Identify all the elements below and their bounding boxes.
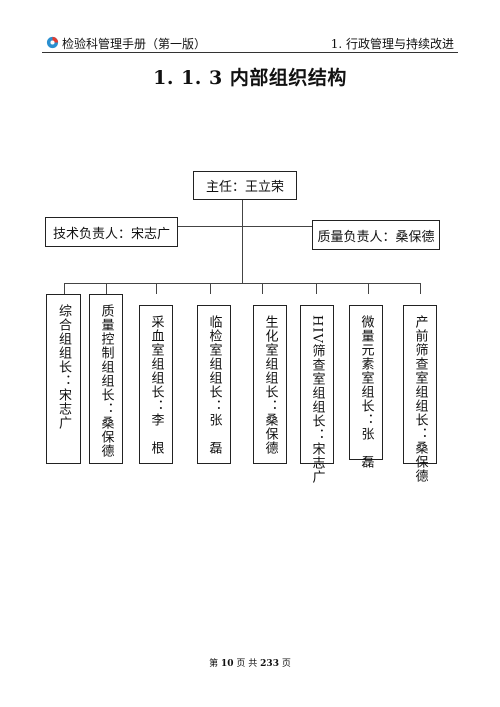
group-label: 综合组组长：宋志广 <box>56 304 71 430</box>
group-label: 微量元素室组长：张 磊 <box>358 315 374 469</box>
group-box: 质量控制组组长：桑保德 <box>89 294 123 464</box>
page-title: 1. 1. 3 内部组织结构 <box>153 67 347 89</box>
tech-lead-label: 技术负责人：宋志广 <box>52 226 170 242</box>
tech-lead-box: 技术负责人：宋志广 <box>45 217 178 247</box>
group-label: 生化室组组长：桑保德 <box>262 315 278 455</box>
connector-leads-horizontal <box>178 226 312 227</box>
connector-group-8 <box>420 283 421 294</box>
connector-groups-horizontal <box>64 283 420 284</box>
connector-director-down <box>242 199 243 283</box>
group-label: 质量控制组组长：桑保德 <box>98 304 114 458</box>
page-footer: 第 10 页 共 233 页 <box>209 659 291 669</box>
connector-group-5 <box>262 283 263 294</box>
group-label: 产前筛查室组组长：桑保德 <box>412 315 428 483</box>
group-label: 临检室组组长：张 磊 <box>206 315 222 455</box>
group-box: 采血室组组长：李 根 <box>139 305 173 464</box>
group-box: 产前筛查室组组长：桑保德 <box>403 305 437 483</box>
connector-group-7 <box>368 283 369 294</box>
section-title: 1. 行政管理与持续改进 <box>330 37 454 51</box>
group-box: 微量元素室组长：张 磊 <box>349 305 383 469</box>
page-total: 233 <box>260 659 279 669</box>
connector-group-6 <box>316 283 317 294</box>
page-header: 检验科管理手册（第一版） 1. 行政管理与持续改进 <box>42 34 458 53</box>
connector-group-1 <box>64 283 65 294</box>
director-label: 主任：王立荣 <box>205 180 284 195</box>
lab-logo-icon <box>46 36 59 49</box>
quality-lead-box: 质量负责人：桑保德 <box>312 220 440 250</box>
page-number: 10 <box>221 659 234 669</box>
group-box: 生化室组组长：桑保德 <box>253 305 287 464</box>
connector-group-2 <box>106 283 107 294</box>
group-box: 综合组组长：宋志广 <box>46 294 81 464</box>
group-box: 临检室组组长：张 磊 <box>197 305 231 464</box>
group-label: 采血室组组长：李 根 <box>148 315 164 455</box>
connector-group-4 <box>210 283 211 294</box>
quality-lead-label: 质量负责人：桑保德 <box>317 229 435 245</box>
connector-group-3 <box>156 283 157 294</box>
doc-title: 检验科管理手册（第一版） <box>62 37 207 51</box>
group-box: HIV筛查室组组长：宋志广 <box>300 305 334 484</box>
director-box: 主任：王立荣 <box>193 171 297 200</box>
group-label: HIV筛查室组组长：宋志广 <box>309 315 325 484</box>
